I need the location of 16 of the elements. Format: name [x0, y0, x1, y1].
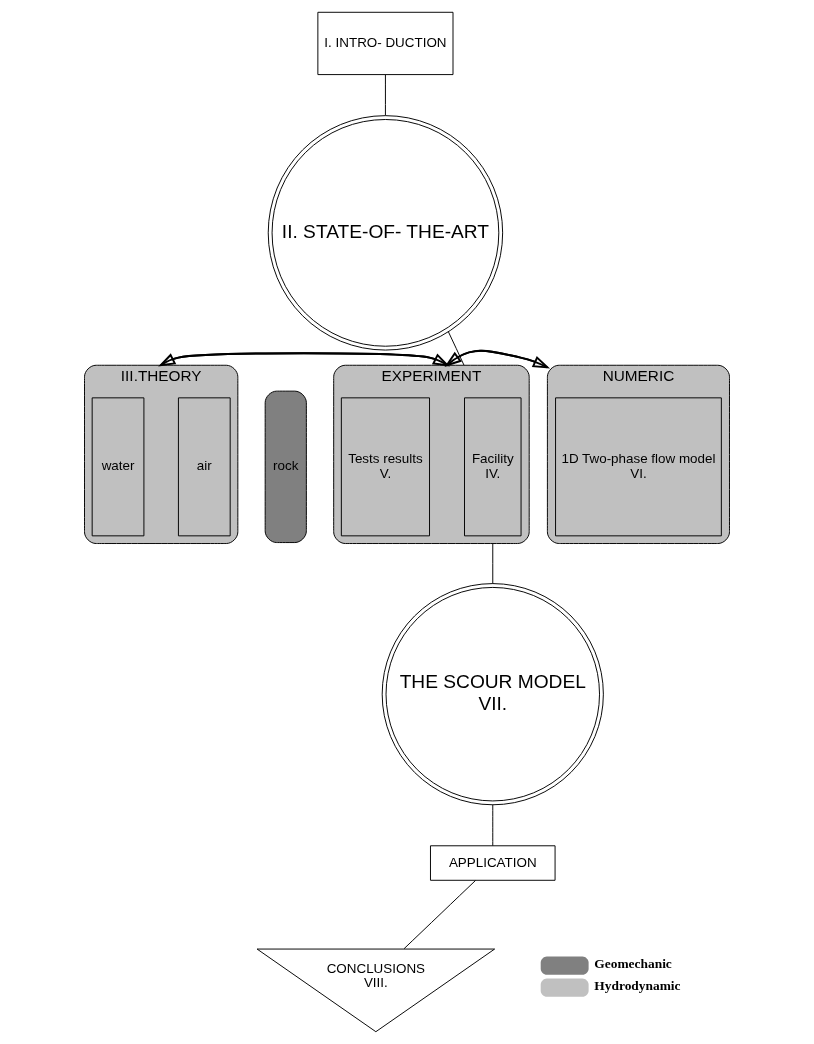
node-box: rock	[264, 390, 307, 544]
connector	[403, 880, 476, 950]
node-box: air	[177, 397, 231, 537]
connector	[447, 331, 465, 366]
connector	[492, 543, 494, 585]
legend-label: Hydrodynamic	[594, 978, 681, 994]
node-box: water	[91, 397, 145, 537]
node-box: Facility IV.	[464, 397, 522, 537]
connector	[492, 804, 494, 847]
legend-label: Geomechanic	[594, 956, 672, 972]
node-box: I. INTRO- DUCTION	[317, 11, 454, 76]
node-circle: II. STATE-OF- THE-ART	[267, 115, 504, 351]
connector	[384, 74, 386, 116]
node-box: Tests results V.	[340, 397, 430, 537]
node-box: 1D Two-phase flow model VI.	[555, 397, 722, 537]
node-box: APPLICATION	[430, 845, 556, 881]
